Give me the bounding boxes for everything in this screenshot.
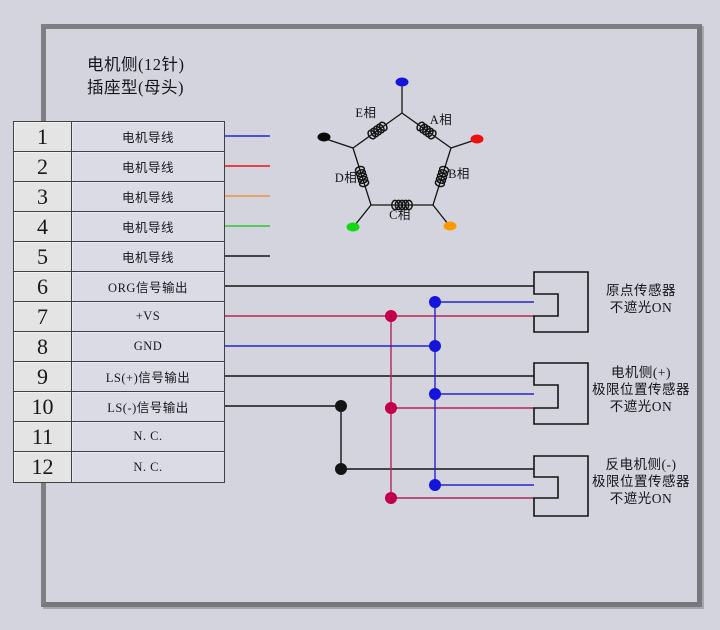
phase-label-e: E相: [355, 106, 376, 120]
pin-number: 12: [14, 452, 72, 482]
sensor-label-line: 极限位置传感器: [592, 382, 690, 397]
blue-wire-group: [225, 301, 534, 486]
pin-number: 6: [14, 272, 72, 302]
connector-title: 电机侧(12针) 插座型(母头): [87, 53, 185, 99]
pin-label: GND: [72, 332, 224, 362]
pin-label: LS(+)信号输出: [72, 362, 224, 392]
pin-label: 电机导线: [72, 122, 224, 152]
pin-number: 8: [14, 332, 72, 362]
junction-dot: [429, 340, 441, 352]
minus-limit-sensor-shape: [533, 455, 589, 517]
junction-dot: [335, 463, 347, 475]
junction-dot: [429, 479, 441, 491]
phase-lead-dots: [317, 77, 484, 232]
pin-label: 电机导线: [72, 152, 224, 182]
lead-line-right: [450, 139, 476, 149]
pin-number: 7: [14, 302, 72, 332]
pin-label: LS(-)信号输出: [72, 392, 224, 422]
pin-number: 2: [14, 152, 72, 182]
sensor-label-line: 反电机侧(-): [605, 457, 677, 472]
junction-dot: [335, 400, 347, 412]
phase-lead-dot-green: [346, 222, 360, 232]
origin-sensor-shape: [533, 271, 589, 333]
lead-line-left: [325, 138, 354, 149]
phase-lead-dot-red: [470, 134, 484, 144]
pin-label: 电机导线: [72, 212, 224, 242]
pin-label: 电机导线: [72, 242, 224, 272]
crimson-bus-group: [390, 316, 534, 499]
phase-label-b: B相: [448, 167, 470, 181]
black-junction-dots: [335, 400, 347, 475]
phase-lead-dot-black: [317, 132, 331, 142]
black-wire-group: [225, 255, 534, 470]
connector-title-line1: 电机侧(12针): [87, 55, 185, 74]
plus-limit-sensor-shape: [533, 362, 589, 425]
lead-line-bottom-right: [432, 204, 449, 225]
plus-limit-sensor-label: 电机侧(+) 极限位置传感器 不遮光ON: [576, 364, 706, 415]
pentagon-winding: [325, 85, 476, 226]
pin-number: 11: [14, 422, 72, 452]
sensor-label-line: 不遮光ON: [609, 300, 673, 315]
phase-label-a: A相: [430, 113, 453, 127]
pin-number: 1: [14, 122, 72, 152]
phase-lead-dot-blue: [395, 77, 409, 87]
minus-limit-sensor-label: 反电机侧(-) 极限位置传感器 不遮光ON: [576, 456, 706, 507]
junction-dot: [385, 310, 397, 322]
connector-title-line2: 插座型(母头): [87, 78, 184, 97]
junction-dot: [385, 492, 397, 504]
pin-number: 4: [14, 212, 72, 242]
junction-dot: [429, 388, 441, 400]
origin-sensor-label: 原点传感器 不遮光ON: [582, 282, 700, 316]
pin-label: N. C.: [72, 452, 224, 482]
phase-labels: E相 A相 B相 C相 D相: [335, 106, 470, 222]
pin-label: +VS: [72, 302, 224, 332]
crimson-junction-dots: [385, 310, 397, 504]
sensor-label-line: 极限位置传感器: [592, 474, 690, 489]
pin-label: N. C.: [72, 422, 224, 452]
sensor-shapes: [533, 271, 589, 517]
junction-dot: [429, 296, 441, 308]
connector-pin-table: 1 电机导线 2 电机导线 3 电机导线 4 电机导线 5 电机导线 6 ORG…: [13, 121, 225, 483]
blue-junction-dots: [429, 296, 441, 491]
sensor-label-line: 不遮光ON: [609, 491, 673, 506]
phase-lead-dot-orange: [443, 221, 457, 231]
pin-number: 3: [14, 182, 72, 212]
lead-line-bottom-left: [354, 204, 372, 226]
coil-phase-e: [365, 120, 390, 141]
sensor-label-line: 原点传感器: [606, 283, 676, 298]
junction-dot: [385, 402, 397, 414]
phase-label-d: D相: [335, 171, 358, 185]
pin-number: 10: [14, 392, 72, 422]
sensor-label-line: 不遮光ON: [609, 399, 673, 414]
pin-number: 9: [14, 362, 72, 392]
sensor-label-line: 电机侧(+): [610, 365, 672, 380]
pin-number: 5: [14, 242, 72, 272]
pin-label: ORG信号输出: [72, 272, 224, 302]
pin-label: 电机导线: [72, 182, 224, 212]
phase-label-c: C相: [389, 208, 411, 222]
